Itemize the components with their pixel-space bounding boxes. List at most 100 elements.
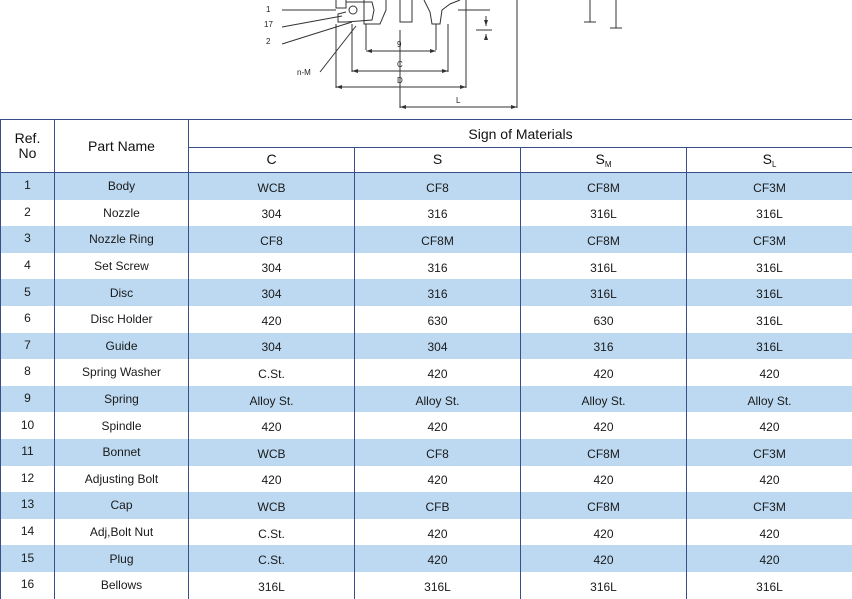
cell-s: 420 bbox=[355, 412, 521, 439]
callout-1: 1 bbox=[266, 5, 271, 14]
callout-nm: n-M bbox=[297, 68, 311, 77]
cell-sm: 316 bbox=[521, 333, 687, 360]
header-ref-line1: Ref. bbox=[15, 130, 41, 146]
cell-part-name: Spring Washer bbox=[55, 359, 189, 386]
cell-ref: 2 bbox=[1, 200, 55, 227]
cell-part-name: Bonnet bbox=[55, 439, 189, 466]
cell-s: 316 bbox=[355, 200, 521, 227]
header-part-name: Part Name bbox=[55, 120, 189, 173]
cell-s: CF8 bbox=[355, 173, 521, 200]
cell-s: 420 bbox=[355, 545, 521, 572]
outlet-outline bbox=[424, 0, 460, 24]
cell-ref: 11 bbox=[1, 439, 55, 466]
cell-part-name: Disc Holder bbox=[55, 306, 189, 333]
cell-ref: 4 bbox=[1, 253, 55, 280]
cell-c: C.St. bbox=[189, 545, 355, 572]
materials-table: Ref. No Part Name Sign of Materials C S … bbox=[0, 119, 852, 599]
cell-sl: 316L bbox=[687, 306, 852, 333]
cell-part-name: Adj,Bolt Nut bbox=[55, 519, 189, 546]
cell-sl: 316L bbox=[687, 572, 852, 599]
dim-label-d: D bbox=[397, 76, 403, 85]
cell-sm: 420 bbox=[521, 359, 687, 386]
cell-sm: 420 bbox=[521, 412, 687, 439]
cell-part-name: Spring bbox=[55, 386, 189, 413]
cell-part-name: Plug bbox=[55, 545, 189, 572]
cell-ref: 8 bbox=[1, 359, 55, 386]
cell-c: 304 bbox=[189, 279, 355, 306]
cell-sl: 316L bbox=[687, 253, 852, 280]
cell-s: 316L bbox=[355, 572, 521, 599]
cell-s: CF8M bbox=[355, 226, 521, 253]
cell-ref: 13 bbox=[1, 492, 55, 519]
dim-label-9: 9 bbox=[397, 40, 402, 49]
cell-sl: 420 bbox=[687, 466, 852, 493]
cell-sm: 420 bbox=[521, 545, 687, 572]
header-col-s: S bbox=[355, 148, 521, 173]
cell-sm: 316L bbox=[521, 253, 687, 280]
cell-c: WCB bbox=[189, 492, 355, 519]
cell-part-name: Set Screw bbox=[55, 253, 189, 280]
cell-sl: 420 bbox=[687, 359, 852, 386]
cell-part-name: Body bbox=[55, 173, 189, 200]
cell-sm: 630 bbox=[521, 306, 687, 333]
cell-c: C.St. bbox=[189, 519, 355, 546]
arrow bbox=[400, 105, 406, 109]
arrow bbox=[352, 69, 358, 73]
cell-sm: 420 bbox=[521, 519, 687, 546]
cell-c: 420 bbox=[189, 412, 355, 439]
cell-sl: 316L bbox=[687, 333, 852, 360]
cell-c: Alloy St. bbox=[189, 386, 355, 413]
cell-sm: CF8M bbox=[521, 439, 687, 466]
callout-2: 2 bbox=[266, 37, 271, 46]
cell-c: 420 bbox=[189, 306, 355, 333]
cell-ref: 14 bbox=[1, 519, 55, 546]
cell-sl: CF3M bbox=[687, 226, 852, 253]
small-gap-dim bbox=[476, 16, 492, 40]
arrow bbox=[484, 34, 488, 40]
cell-sl: 420 bbox=[687, 519, 852, 546]
leader-nm bbox=[320, 26, 356, 72]
cell-s: 420 bbox=[355, 359, 521, 386]
dim-label-l: L bbox=[456, 96, 461, 105]
cell-ref: 16 bbox=[1, 572, 55, 599]
cell-c: 420 bbox=[189, 466, 355, 493]
cell-sl: CF3M bbox=[687, 173, 852, 200]
cell-ref: 1 bbox=[1, 173, 55, 200]
cell-sm: Alloy St. bbox=[521, 386, 687, 413]
seat-outline bbox=[400, 0, 412, 22]
arrow bbox=[460, 85, 466, 89]
cell-ref: 6 bbox=[1, 306, 55, 333]
cell-sm: 316L bbox=[521, 572, 687, 599]
cell-sl: CF3M bbox=[687, 492, 852, 519]
set-screw-shape bbox=[349, 6, 357, 14]
cell-part-name: Spindle bbox=[55, 412, 189, 439]
arrow bbox=[366, 49, 372, 53]
cell-s: 316 bbox=[355, 279, 521, 306]
valve-dimension-drawing: 1 17 2 n-M 9 C D L bbox=[0, 0, 852, 119]
cell-s: Alloy St. bbox=[355, 386, 521, 413]
height-dim-line bbox=[584, 0, 596, 22]
cell-c: WCB bbox=[189, 439, 355, 466]
cell-sm: CF8M bbox=[521, 226, 687, 253]
arrow bbox=[511, 105, 517, 109]
callout-17: 17 bbox=[264, 20, 273, 29]
cell-sl: 420 bbox=[687, 545, 852, 572]
arrow bbox=[336, 85, 342, 89]
cell-sm: CF8M bbox=[521, 173, 687, 200]
cell-sm: 316L bbox=[521, 200, 687, 227]
dim-label-c: C bbox=[397, 60, 403, 69]
l-extension-lines bbox=[400, 0, 517, 108]
cell-part-name: Nozzle Ring bbox=[55, 226, 189, 253]
